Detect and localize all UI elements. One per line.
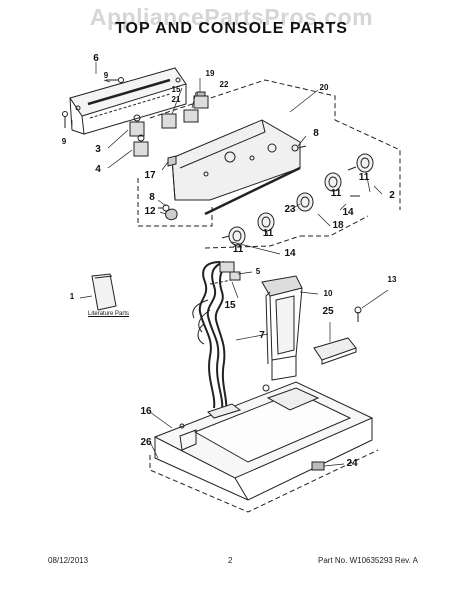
top-panel-outline xyxy=(149,449,379,513)
console-housing xyxy=(171,119,301,216)
page-title: TOP AND CONSOLE PARTS xyxy=(115,20,348,37)
footer-page: 2 xyxy=(228,556,233,565)
callout-16: 16 xyxy=(140,406,152,417)
screw-8-left xyxy=(158,204,170,212)
callout-21: 21 xyxy=(172,95,181,104)
callout-6: 6 xyxy=(93,53,99,64)
literature-parts-label: Literature Parts xyxy=(88,311,130,317)
switch-3 xyxy=(129,114,145,137)
callout-15-top: 15 xyxy=(172,85,181,94)
callout-22: 22 xyxy=(220,80,229,89)
callout-4: 4 xyxy=(95,164,101,175)
shaft-14-upper xyxy=(347,166,357,171)
callout-14-b: 14 xyxy=(284,248,296,259)
callout-26: 26 xyxy=(140,437,152,448)
callout-3: 3 xyxy=(95,144,101,155)
screw-13 xyxy=(354,306,362,322)
callout-5: 5 xyxy=(256,267,261,276)
knob-23 xyxy=(296,192,314,212)
callout-7: 7 xyxy=(259,330,265,341)
screw-8-right xyxy=(291,144,307,152)
callout-25: 25 xyxy=(322,306,334,317)
footer-date: 08/12/2013 xyxy=(48,556,89,565)
literature-parts xyxy=(91,273,117,311)
lint-filter-housing xyxy=(261,275,303,381)
switch-21 xyxy=(161,113,177,129)
shaft-14-lower xyxy=(221,235,230,239)
callout-9-left: 9 xyxy=(62,137,67,146)
footer-part-number: Part No. W10635293 Rev. A xyxy=(318,556,418,565)
console-rear-panel xyxy=(69,67,187,135)
screw-9-left xyxy=(62,111,68,128)
callout-12: 12 xyxy=(144,206,156,217)
callout-23: 23 xyxy=(284,204,296,215)
callout-2: 2 xyxy=(389,190,395,201)
callout-11-a: 11 xyxy=(359,172,370,183)
callout-8-left: 8 xyxy=(149,192,155,203)
callout-15-bottom: 15 xyxy=(224,300,236,311)
switch-19 xyxy=(193,91,209,109)
switch-22 xyxy=(183,109,199,123)
callout-9-top: 9 xyxy=(104,71,109,80)
callout-14-a: 14 xyxy=(342,207,354,218)
screw-9-top xyxy=(106,77,124,83)
callout-20: 20 xyxy=(320,83,329,92)
switch-4 xyxy=(133,134,149,157)
knob-11-mid-right xyxy=(324,172,342,192)
watermark: AppliancePartsPros.com xyxy=(89,4,374,30)
callout-24: 24 xyxy=(346,458,358,469)
callout-1: 1 xyxy=(70,292,75,301)
lint-screen xyxy=(313,337,357,365)
callout-19: 19 xyxy=(206,69,215,78)
callouts: 6 9 9 19 22 15 21 20 8 3 4 17 11 11 2 8 … xyxy=(62,53,397,469)
callout-11-c: 11 xyxy=(263,228,274,239)
callout-8-right: 8 xyxy=(313,128,319,139)
hinge-24 xyxy=(311,461,325,471)
top-panel xyxy=(153,381,374,501)
callout-11-b: 11 xyxy=(331,188,342,199)
callout-11-d: 11 xyxy=(233,244,244,255)
wire-harness xyxy=(192,261,241,411)
knob-11-lower-left xyxy=(228,226,246,246)
callout-17: 17 xyxy=(144,170,156,181)
callout-10: 10 xyxy=(324,289,333,298)
leader-lines xyxy=(71,62,389,467)
callout-18: 18 xyxy=(332,220,344,231)
clip-17 xyxy=(167,155,177,167)
retainer-12 xyxy=(165,208,178,221)
callout-13: 13 xyxy=(388,275,397,284)
knob-11-upper-right xyxy=(356,153,374,173)
